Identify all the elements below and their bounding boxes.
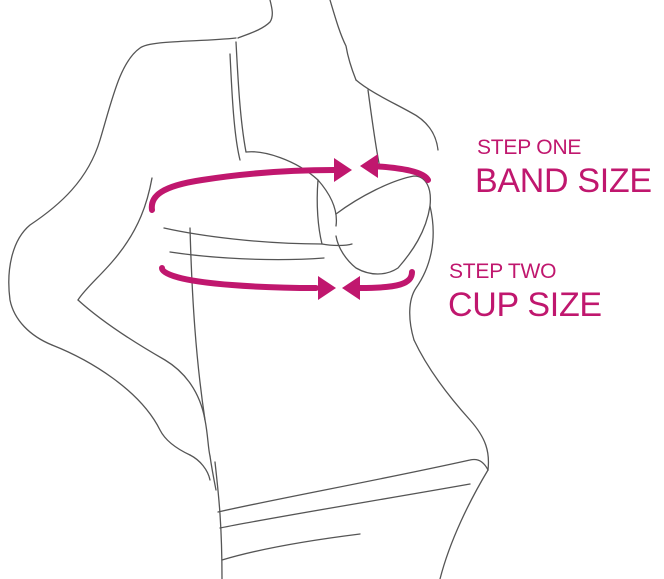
band-arrowhead-left [360,154,378,178]
step-one-kicker: STEP ONE [477,137,581,158]
back-lower-outline [210,456,216,490]
forearm-inner-outline [78,300,210,456]
band-arrowheads [334,154,378,182]
briefs-leg-line [222,534,360,560]
bra-band-top [164,228,322,244]
front-cup-outline [336,176,430,274]
band-arrow-back [152,170,334,210]
cup-arrow-front [360,272,412,288]
front-strap-outline [368,90,380,168]
band-arrow-front [372,166,428,180]
belly-lower-outline [440,470,488,579]
band-arrows-icon [152,166,428,210]
step-two-kicker: STEP TWO [449,261,556,282]
forearm-outline [52,345,190,455]
briefs-waistband-bottom [220,484,470,528]
bra-band-bottom [170,252,324,260]
back-shoulder-outline [9,38,236,345]
cup-size-title: CUP SIZE [448,288,602,322]
arm-inner-outline [78,178,152,300]
cup-arrowhead-right [318,276,336,300]
cup-arrows-icon [162,268,412,288]
torso-lower-left-outline [215,462,222,579]
cup-arrow-back [162,268,316,288]
torso-left-outline [190,228,205,420]
hand-outline [190,455,210,480]
neck-outline [238,0,272,38]
center-gore [322,244,352,246]
back-cup-outline [246,152,336,226]
band-arrowhead-right [334,158,352,182]
band-size-title: BAND SIZE [475,164,652,198]
neck-right-outline [330,0,356,80]
cup-arrowheads [318,276,360,300]
back-cup-lower [317,180,322,244]
belly-outline [414,340,488,470]
back-strap-outline [236,42,246,152]
back-strap-edge [230,54,240,160]
cup-arrowhead-left [342,276,360,300]
